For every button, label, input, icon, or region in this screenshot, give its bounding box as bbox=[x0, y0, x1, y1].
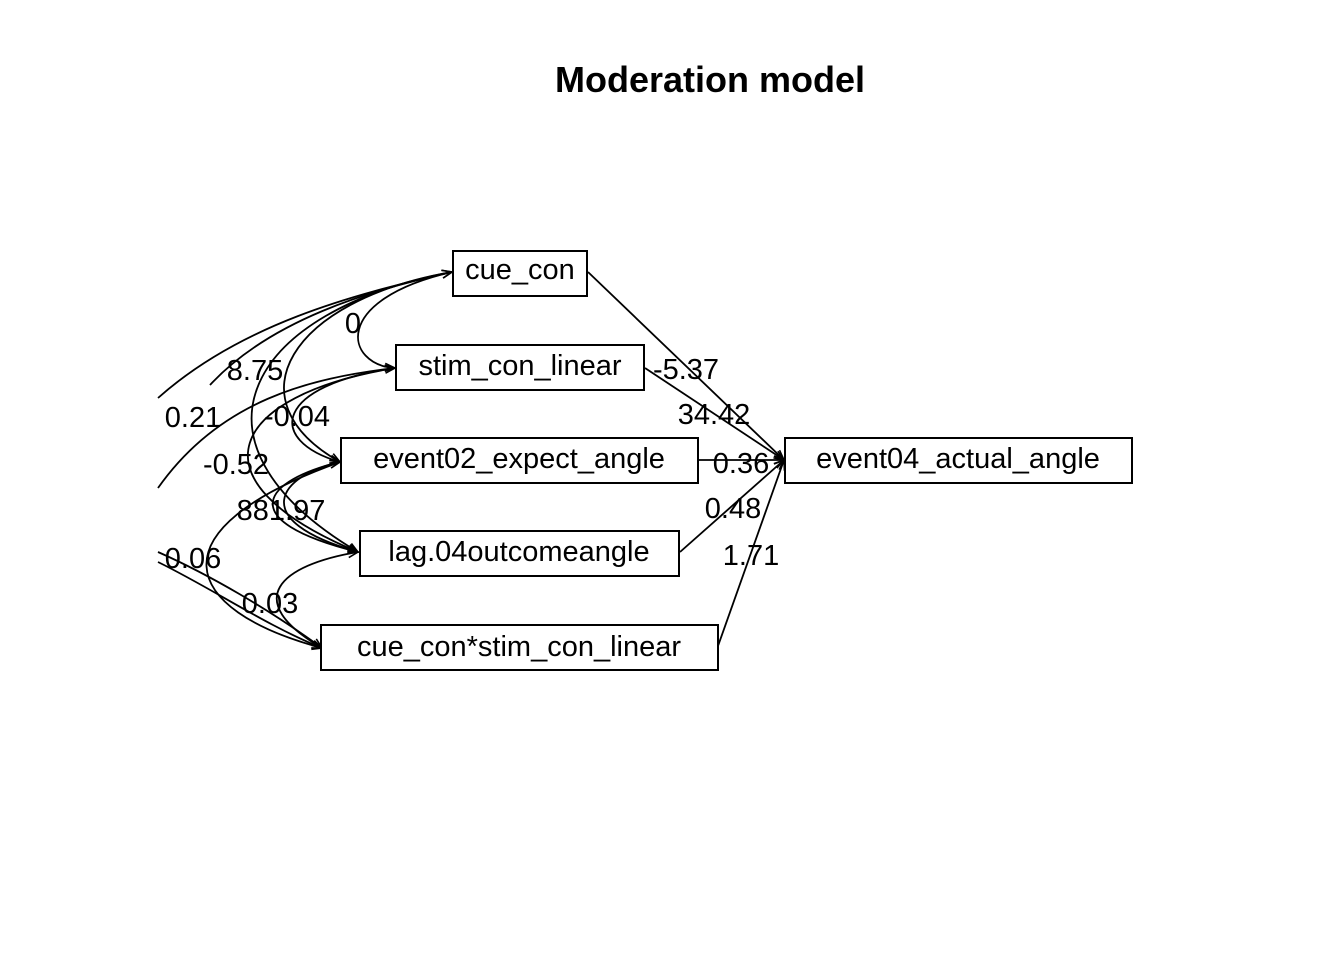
path-lag-to-outcome bbox=[679, 460, 784, 553]
node-stim-con-linear: stim_con_linear bbox=[395, 344, 645, 391]
covariance-curve-lag-event02 bbox=[283, 462, 359, 553]
path-stim-con-linear-to-outcome bbox=[644, 367, 784, 460]
coef-interaction-to-outcome: 1.71 bbox=[723, 540, 779, 572]
node-label-cue-con: cue_con bbox=[465, 254, 575, 286]
cov-stim-lag: -0.52 bbox=[203, 449, 269, 481]
node-label-stim-con-linear: stim_con_linear bbox=[418, 350, 621, 382]
coef-stim-con-linear-to-outcome: 34.42 bbox=[678, 399, 751, 431]
covariance-curve-interaction-lag bbox=[275, 552, 358, 649]
node-label-outcome: event04_actual_angle bbox=[816, 443, 1100, 475]
cov-cue-stim: 0 bbox=[345, 308, 361, 340]
node-label-event02-expect-angle: event02_expect_angle bbox=[373, 443, 665, 475]
coef-lag-to-outcome: 0.48 bbox=[705, 493, 761, 525]
covariance-curve-cue-lag bbox=[250, 271, 453, 552]
coef-cue-con-to-outcome: -5.37 bbox=[653, 354, 719, 386]
cov-event02-interaction: 0.03 bbox=[242, 588, 298, 620]
regression-paths bbox=[587, 271, 784, 647]
path-interaction-to-outcome bbox=[717, 460, 784, 647]
cov-cue-event02: 8.75 bbox=[227, 355, 283, 387]
covariance-curve-event02-interaction bbox=[205, 461, 341, 648]
node-outcome: event04_actual_angle bbox=[784, 437, 1133, 484]
cov-lag-interaction: 0.06 bbox=[165, 543, 221, 575]
node-label-lag-04outcomeangle: lag.04outcomeangle bbox=[388, 536, 649, 568]
covariance-curve-cue-stim bbox=[357, 271, 453, 368]
node-cue-con: cue_con bbox=[452, 250, 588, 297]
covariance-curve-lag-interaction-2 bbox=[157, 561, 322, 649]
covariance-curve-stim-lag bbox=[247, 367, 396, 553]
coef-event02-to-outcome: 0.36 bbox=[713, 448, 769, 480]
cov-event02-lag: 881.97 bbox=[237, 495, 326, 527]
node-label-interaction: cue_con*stim_con_linear bbox=[357, 631, 681, 663]
covariance-curve-left-stim bbox=[157, 368, 395, 489]
covariance-curve-left-cue-2 bbox=[209, 272, 452, 386]
covariance-curves bbox=[157, 271, 453, 649]
diagram-title: Moderation model bbox=[555, 59, 865, 100]
cov-stim-event02: -0.04 bbox=[264, 401, 330, 433]
path-cue-con-to-outcome bbox=[587, 271, 784, 460]
cov-cue-lag: 0.21 bbox=[165, 402, 221, 434]
node-lag-04outcomeangle: lag.04outcomeangle bbox=[359, 530, 680, 577]
node-interaction: cue_con*stim_con_linear bbox=[320, 624, 719, 671]
node-event02-expect-angle: event02_expect_angle bbox=[340, 437, 699, 484]
